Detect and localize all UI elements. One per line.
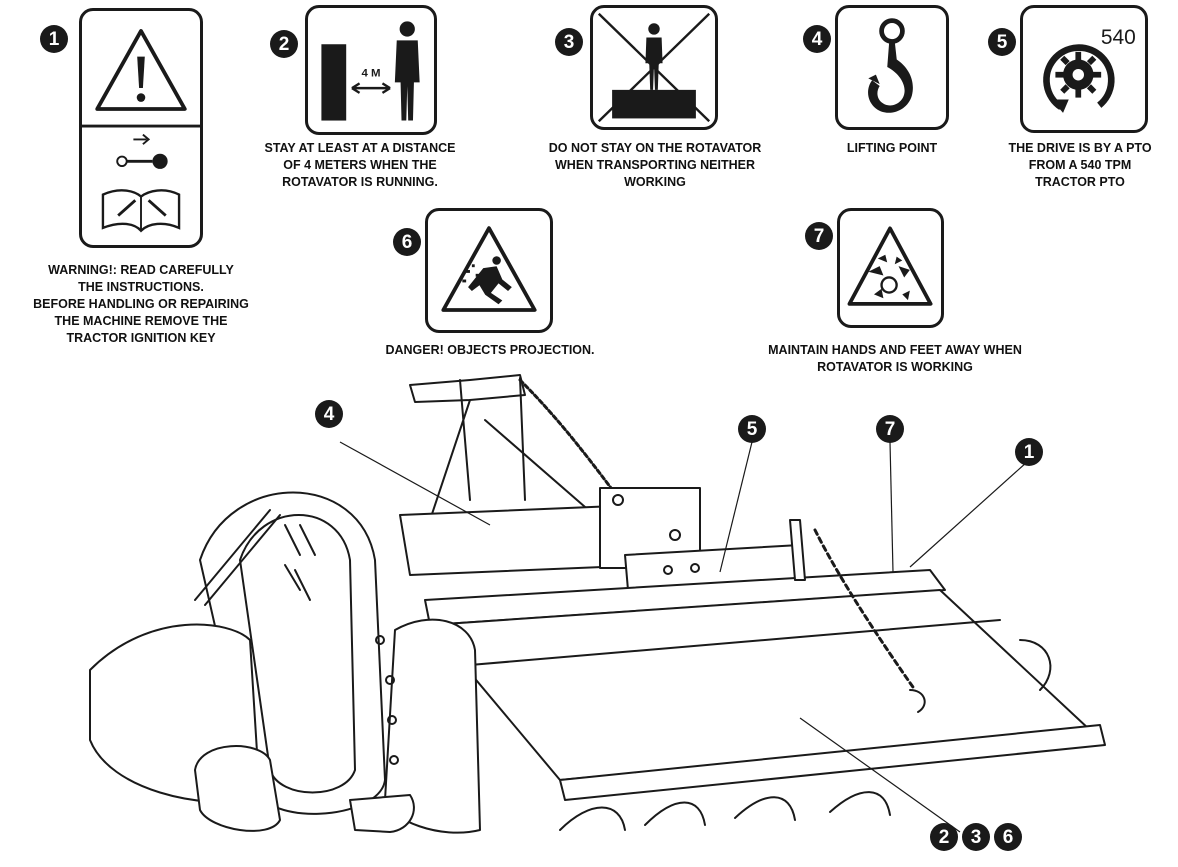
sign-7-number: 7 (805, 222, 833, 250)
sign-7-caption: MAINTAIN HANDS AND FEET AWAY WHEN ROTAVA… (768, 343, 1022, 374)
sign-3-caption: DO NOT STAY ON THE ROTAVATOR WHEN TRANSP… (548, 141, 762, 189)
callout-2: 2 (930, 823, 958, 851)
sign-2-number: 2 (270, 30, 298, 58)
leader-line-7 (889, 441, 894, 573)
rotating-blades-icon (847, 226, 933, 306)
sign-6-number: 6 (393, 228, 421, 256)
rpm-label: 540 (1101, 26, 1136, 49)
sign-6-caption: DANGER! OBJECTS PROJECTION. (385, 343, 595, 357)
sign-4-caption: LIFTING POINT (846, 141, 938, 155)
callout-3: 3 (962, 823, 990, 851)
sign-1-caption: WARNING!: READ CAREFULLY THE INSTRUCTION… (33, 263, 249, 345)
sign-2-caption: STAY AT LEAST AT A DISTANCE OF 4 METERS … (264, 141, 456, 189)
sign-5-pictogram: 540 (1020, 5, 1148, 133)
sign-1-pictogram (79, 8, 203, 248)
hook-icon (868, 18, 913, 113)
warning-manual-key-icon (82, 29, 200, 233)
leader-line-5 (719, 441, 753, 573)
distance-label: 4 M (361, 68, 380, 80)
callout-1: 1 (1015, 438, 1043, 466)
leader-line-4 (339, 441, 491, 526)
sign-5-caption: THE DRIVE IS BY A PTO FROM A 540 TPM TRA… (1008, 141, 1152, 189)
leader-line-1 (909, 461, 1028, 568)
objects-projection-icon (441, 226, 537, 312)
keep-distance-icon: 4 M (321, 21, 420, 121)
callout-4: 4 (315, 400, 343, 428)
sign-4-pictogram (835, 5, 949, 130)
sign-7-pictogram (837, 208, 944, 328)
sign-6-pictogram (425, 208, 553, 333)
sign-4-number: 4 (803, 25, 831, 53)
sign-3-number: 3 (555, 28, 583, 56)
sign-2-pictogram: 4 M (305, 5, 437, 135)
sign-3-pictogram (590, 5, 718, 130)
leader-line-236 (799, 717, 961, 833)
sign-5-number: 5 (988, 28, 1016, 56)
no-riding-icon (597, 12, 711, 123)
callout-5: 5 (738, 415, 766, 443)
callout-7: 7 (876, 415, 904, 443)
pto-icon: 540 (1043, 26, 1136, 113)
callout-6: 6 (994, 823, 1022, 851)
sign-1-number: 1 (40, 25, 68, 53)
